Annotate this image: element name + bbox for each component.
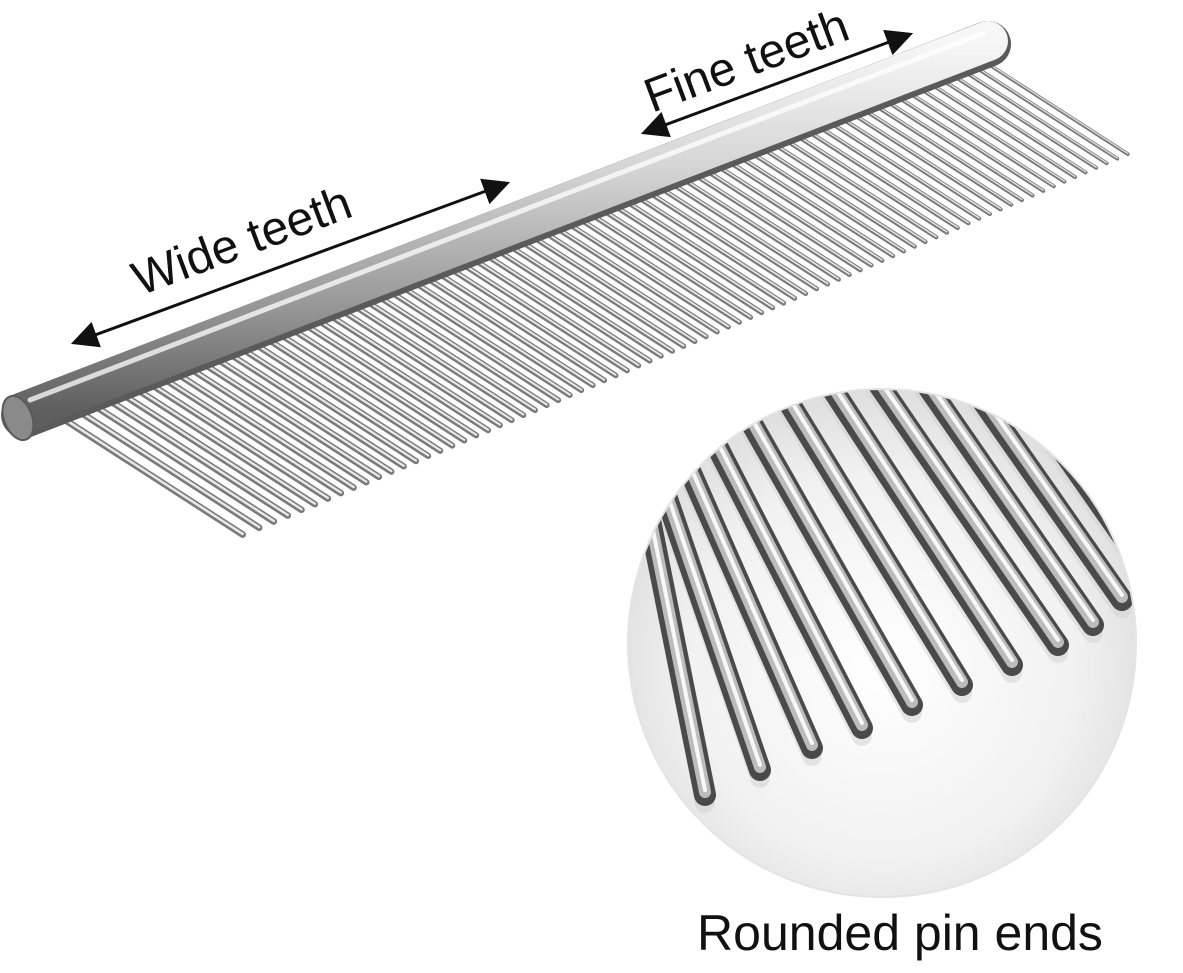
comb-tooth-highlight [681, 177, 840, 280]
comb-tooth-highlight [895, 94, 1044, 191]
comb-tooth-highlight [761, 146, 916, 247]
comb-tooth-highlight [727, 159, 883, 261]
comb-tooth-highlight [175, 371, 355, 489]
fine-teeth-arrow [640, 29, 914, 138]
comb-tooth-highlight [647, 190, 807, 294]
comb-tooth-highlight [612, 203, 774, 309]
comb-tooth-highlight [507, 244, 674, 352]
comb-tooth-highlight [589, 212, 752, 318]
comb-tooth-highlight [253, 342, 430, 457]
comb-tooth-highlight [496, 248, 663, 357]
comb-tooth-highlight [519, 239, 685, 347]
comb-tooth-highlight [951, 73, 1097, 168]
comb-tooth-highlight [929, 82, 1076, 178]
zoom-pin-highlight [688, 389, 914, 702]
comb-tooth-highlight [578, 217, 741, 323]
comb-tooth-highlight [984, 60, 1129, 155]
comb-tooth-highlight [772, 142, 927, 243]
comb-tooth-highlight [973, 65, 1118, 159]
comb-tooth-highlight [658, 186, 818, 290]
comb-tooth-highlight [240, 346, 418, 462]
comb-tooth-highlight [795, 133, 948, 233]
comb-tooth-highlight [135, 387, 316, 505]
comb-tooth-highlight [693, 172, 851, 275]
comb-tooth-highlight [554, 226, 719, 333]
comb-tooth-highlight [624, 199, 785, 304]
comb-tooth-highlight [162, 377, 343, 494]
comb-tooth-highlight [749, 151, 905, 252]
rounded-pin-ends-caption: Rounded pin ends [697, 905, 1103, 961]
comb-tooth-highlight [227, 351, 405, 467]
zoom-pin-highlight [788, 389, 1060, 642]
comb-tooth-highlight [806, 129, 959, 229]
comb-tooth-highlight [738, 155, 894, 257]
comb-tooth-highlight [715, 164, 872, 266]
comb-tooth-highlight [531, 235, 696, 342]
comb-tooth-highlight [918, 86, 1066, 182]
comb-tooth-highlight [601, 208, 763, 313]
comb-tooth-highlight [214, 356, 393, 473]
comb-tooth-highlight [828, 120, 980, 219]
comb-tooth-highlight [566, 221, 730, 328]
comb-tooth-highlight [77, 409, 261, 529]
comb-tooth-highlight [265, 337, 442, 452]
comb-tooth-highlight [107, 398, 290, 517]
comb-tooth-highlight [201, 361, 381, 478]
comb-tooth-highlight [670, 181, 829, 285]
comb-tooth-highlight [962, 69, 1108, 164]
comb-tooth-highlight [906, 90, 1055, 187]
comb-tooth-highlight [484, 253, 651, 362]
zoom-pin-highlight [718, 389, 964, 682]
zoom-pin-highlight [828, 389, 1095, 622]
wide-teeth-arrow [70, 178, 511, 348]
comb-tooth-highlight [290, 327, 466, 441]
comb-tooth-highlight [149, 382, 330, 500]
comb-tooth-highlight [543, 230, 707, 337]
comb-tooth-highlight [704, 168, 862, 271]
comb-tooth-highlight [278, 332, 454, 447]
comb-tooth-highlight [817, 125, 970, 224]
comb-tooth-highlight [121, 392, 303, 511]
comb-tooth-highlight [60, 416, 244, 536]
zoom-pin-highlight [753, 389, 1014, 662]
comb-tooth-highlight [188, 366, 368, 483]
comb-tooth-highlight [635, 194, 796, 299]
comb-tooth-highlight [783, 138, 937, 238]
comb-tooth-highlight [940, 77, 1087, 173]
comb-tooth-highlight [92, 403, 276, 523]
